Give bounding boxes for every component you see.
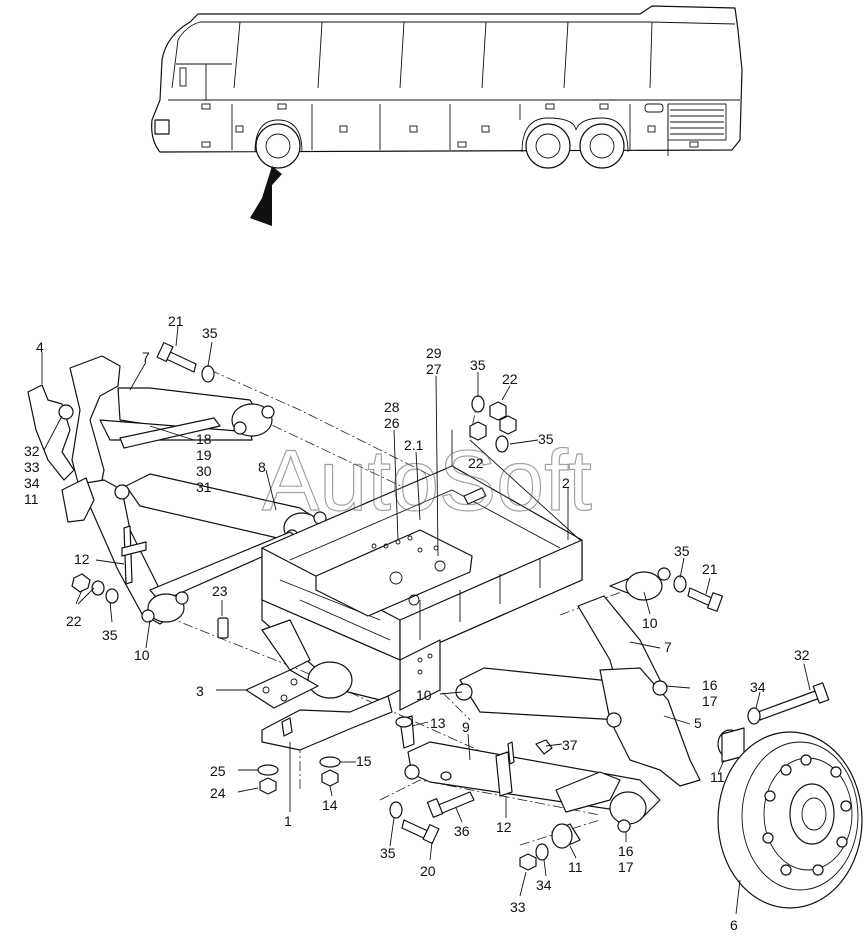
callout: 35	[102, 627, 118, 643]
callout: 23	[212, 583, 228, 599]
callout: 22	[502, 371, 518, 387]
callout: 1	[284, 813, 292, 829]
callout: 7	[664, 639, 672, 655]
callout: 11	[24, 491, 39, 507]
callout: 22	[468, 455, 484, 471]
mounting-plate-3	[217, 617, 393, 751]
callout: 16	[702, 677, 718, 693]
callout: 18	[196, 431, 212, 447]
callout: 27	[426, 361, 442, 377]
callout: 11	[568, 859, 583, 875]
callout: 14	[322, 797, 338, 813]
left-fasteners	[71, 573, 119, 604]
callout: 19	[196, 447, 212, 463]
brake-disc-6	[717, 731, 863, 909]
callout: 17	[618, 859, 634, 875]
callout: 21	[168, 313, 184, 329]
callout: 28	[384, 399, 400, 415]
callout: 25	[210, 763, 226, 779]
lower-fasteners	[389, 791, 581, 871]
left-suspension-assembly	[27, 355, 327, 625]
callout: 37	[562, 737, 578, 753]
callout: 21	[702, 561, 718, 577]
leader-lines	[41, 325, 811, 915]
callout: 31	[196, 479, 212, 495]
right-suspension-assembly	[404, 567, 701, 833]
center-fasteners	[257, 715, 415, 795]
callout: 12	[74, 551, 90, 567]
callout: 10	[416, 687, 432, 703]
callout: 2.1	[404, 437, 424, 453]
callout: 33	[510, 899, 526, 915]
callout: 8	[258, 459, 266, 475]
callout-labels: 4 7 21 35 29 27 35 22 28 26 2.1 22 35 32…	[24, 313, 810, 933]
callout: 24	[210, 785, 226, 801]
callout: 6	[730, 917, 738, 933]
callout: 3	[196, 683, 204, 699]
callout: 9	[462, 719, 470, 735]
callout: 35	[674, 543, 690, 559]
top-center-fasteners	[469, 395, 517, 453]
callout: 30	[196, 463, 212, 479]
callout: 34	[536, 877, 552, 893]
callout: 13	[430, 715, 446, 731]
callout: 32	[24, 443, 40, 459]
callout: 11	[710, 769, 725, 785]
callout: 32	[794, 647, 810, 663]
callout: 10	[642, 615, 658, 631]
callout: 35	[380, 845, 396, 861]
callout: 15	[356, 753, 372, 769]
callout: 17	[702, 693, 718, 709]
callout: 33	[24, 459, 40, 475]
watermark: AutoSoft	[262, 433, 592, 529]
callout: 20	[420, 863, 436, 879]
center-frame	[261, 430, 583, 711]
callout: 10	[134, 647, 150, 663]
callout: 36	[454, 823, 470, 839]
callout: 12	[496, 819, 512, 835]
callout: 16	[618, 843, 634, 859]
callout: 29	[426, 345, 442, 361]
callout: 26	[384, 415, 400, 431]
callout: 7	[142, 349, 150, 365]
callout: 35	[538, 431, 554, 447]
callout: 2	[562, 475, 570, 491]
callout: 35	[202, 325, 218, 341]
bus-side-view	[151, 5, 743, 169]
bolt-21-top	[156, 342, 215, 383]
callout: 34	[750, 679, 766, 695]
callout: 4	[36, 339, 44, 355]
callout: 22	[66, 613, 82, 629]
callout: 5	[694, 715, 702, 731]
callout: 34	[24, 475, 40, 491]
callout: 35	[470, 357, 486, 373]
pointer-arrow	[250, 166, 282, 226]
